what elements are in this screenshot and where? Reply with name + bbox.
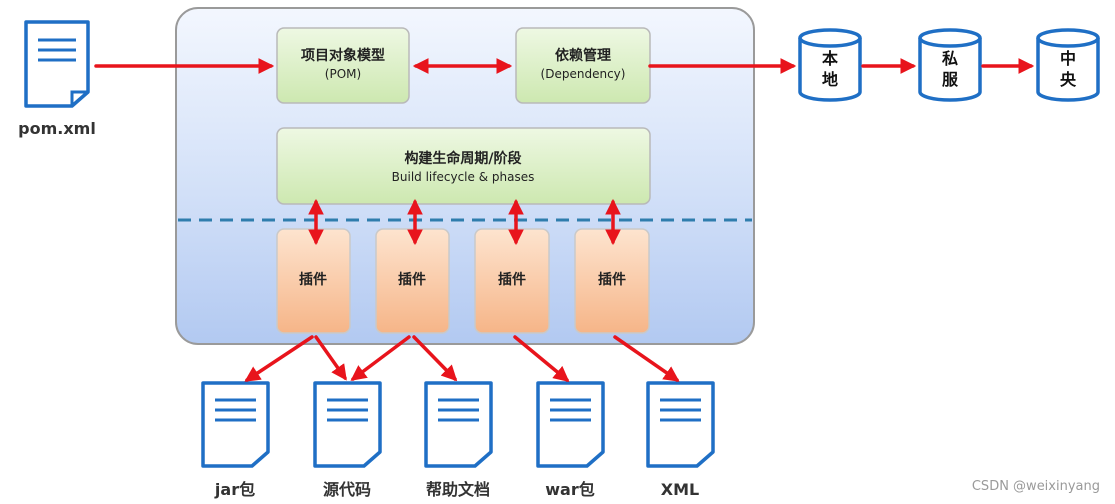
arrow-plugin3-to-war [513, 335, 570, 383]
pom-box [276, 27, 410, 104]
plugin-box: 插件 [375, 228, 450, 334]
repo-local-line1: 本 [822, 49, 838, 68]
repo-central-cylinder: 中 央 [1036, 28, 1100, 102]
plugin-label: 插件 [299, 271, 327, 288]
plugin-box: 插件 [474, 228, 550, 334]
watermark-text: CSDN @weixinyang [972, 479, 1100, 494]
dependency-box [515, 27, 651, 104]
arrow-plugin2-to-docs [412, 335, 458, 382]
plugin-label: 插件 [398, 271, 426, 288]
pom-box-subtitle: (POM) [325, 67, 361, 81]
lifecycle-box [276, 127, 651, 205]
plugin-box: 插件 [574, 228, 650, 334]
output-source-doc-icon [313, 381, 382, 468]
repo-private-line1: 私 [942, 49, 958, 68]
repo-local-cylinder: 本 地 [798, 28, 862, 102]
repo-private-cylinder: 私 服 [918, 28, 982, 102]
plugin-label: 插件 [498, 271, 526, 288]
lifecycle-box-title: 构建生命周期/阶段 [404, 150, 521, 167]
pom-xml-doc-icon [24, 20, 90, 108]
repo-central-line1: 中 [1060, 49, 1076, 68]
output-jar-label: jar包 [214, 480, 255, 499]
dependency-box-title: 依赖管理 [555, 47, 611, 64]
output-jar-doc-icon [201, 381, 270, 468]
repo-local-line2: 地 [822, 70, 838, 89]
repo-central-line2: 央 [1060, 70, 1077, 89]
arrow-plugin4-to-xml [613, 335, 680, 382]
output-war-label: war包 [545, 480, 594, 499]
arrow-plugin1-to-jar [244, 335, 314, 382]
dependency-box-subtitle: (Dependency) [541, 67, 626, 81]
repo-private-line2: 服 [942, 70, 959, 89]
arrow-plugin1-to-source [314, 335, 347, 381]
output-docs-label: 帮助文档 [426, 480, 490, 499]
output-war-doc-icon [536, 381, 605, 468]
plugin-label: 插件 [598, 271, 626, 288]
pom-box-title: 项目对象模型 [301, 47, 385, 64]
arrow-plugin2-to-source [350, 335, 411, 381]
output-xml-doc-icon [646, 381, 715, 468]
output-docs-doc-icon [424, 381, 493, 468]
pom-xml-label: pom.xml [18, 119, 96, 138]
lifecycle-box-subtitle: Build lifecycle & phases [392, 170, 535, 184]
output-source-label: 源代码 [323, 480, 371, 499]
output-xml-label: XML [661, 480, 699, 499]
plugin-box: 插件 [276, 228, 351, 334]
